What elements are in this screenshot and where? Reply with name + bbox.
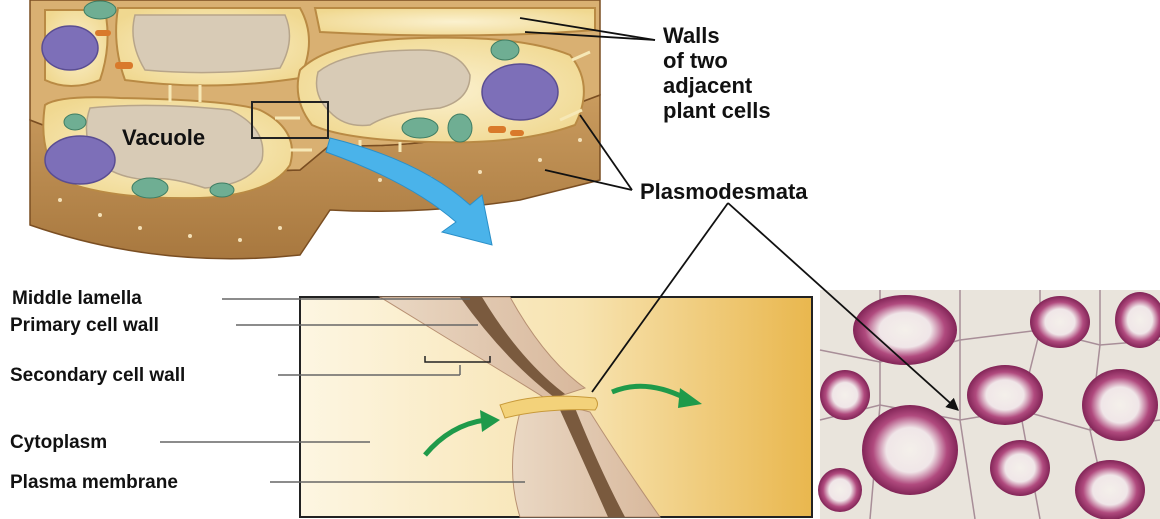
mitochondrion [488,126,506,133]
chloroplast [210,183,234,197]
label-middle-lamella: Middle lamella [12,288,142,309]
micrograph [818,290,1160,519]
label-plasma-membrane: Plasma membrane [10,472,178,493]
micrograph-cell [1082,369,1158,441]
chloroplast [64,114,86,130]
label-walls: of two [663,48,728,73]
label-vacuole: Vacuole [122,125,205,150]
chloroplast [132,178,168,198]
chloroplast [491,40,519,60]
micrograph-cell [967,365,1043,425]
label-plasmodesmata: Plasmodesmata [640,179,808,204]
vacuole [133,15,290,73]
cell-block-illustration [30,0,600,259]
mitochondrion [115,62,133,69]
chloroplast [84,1,116,19]
label-secondary-cell-wall: Secondary cell wall [10,365,185,386]
label-walls: plant cells [663,98,771,123]
nucleus [45,136,115,184]
chloroplast [402,118,438,138]
label-cytoplasm: Cytoplasm [10,432,107,453]
closeup-panel [300,297,812,517]
mitochondrion [95,30,111,36]
label-primary-cell-wall: Primary cell wall [10,315,159,336]
label-walls: Walls [663,23,720,48]
nucleus [42,26,98,70]
chloroplast [448,114,472,142]
micrograph-cell [862,405,958,495]
label-walls: adjacent [663,73,753,98]
micrograph-cell [990,440,1050,496]
micrograph-cell [818,468,862,512]
micrograph-cell [1030,296,1090,348]
mitochondrion [510,130,524,136]
micrograph-cell [820,370,870,420]
cell-cytoplasm [315,8,595,36]
micrograph-cell [1075,460,1145,519]
nucleus [482,64,558,120]
